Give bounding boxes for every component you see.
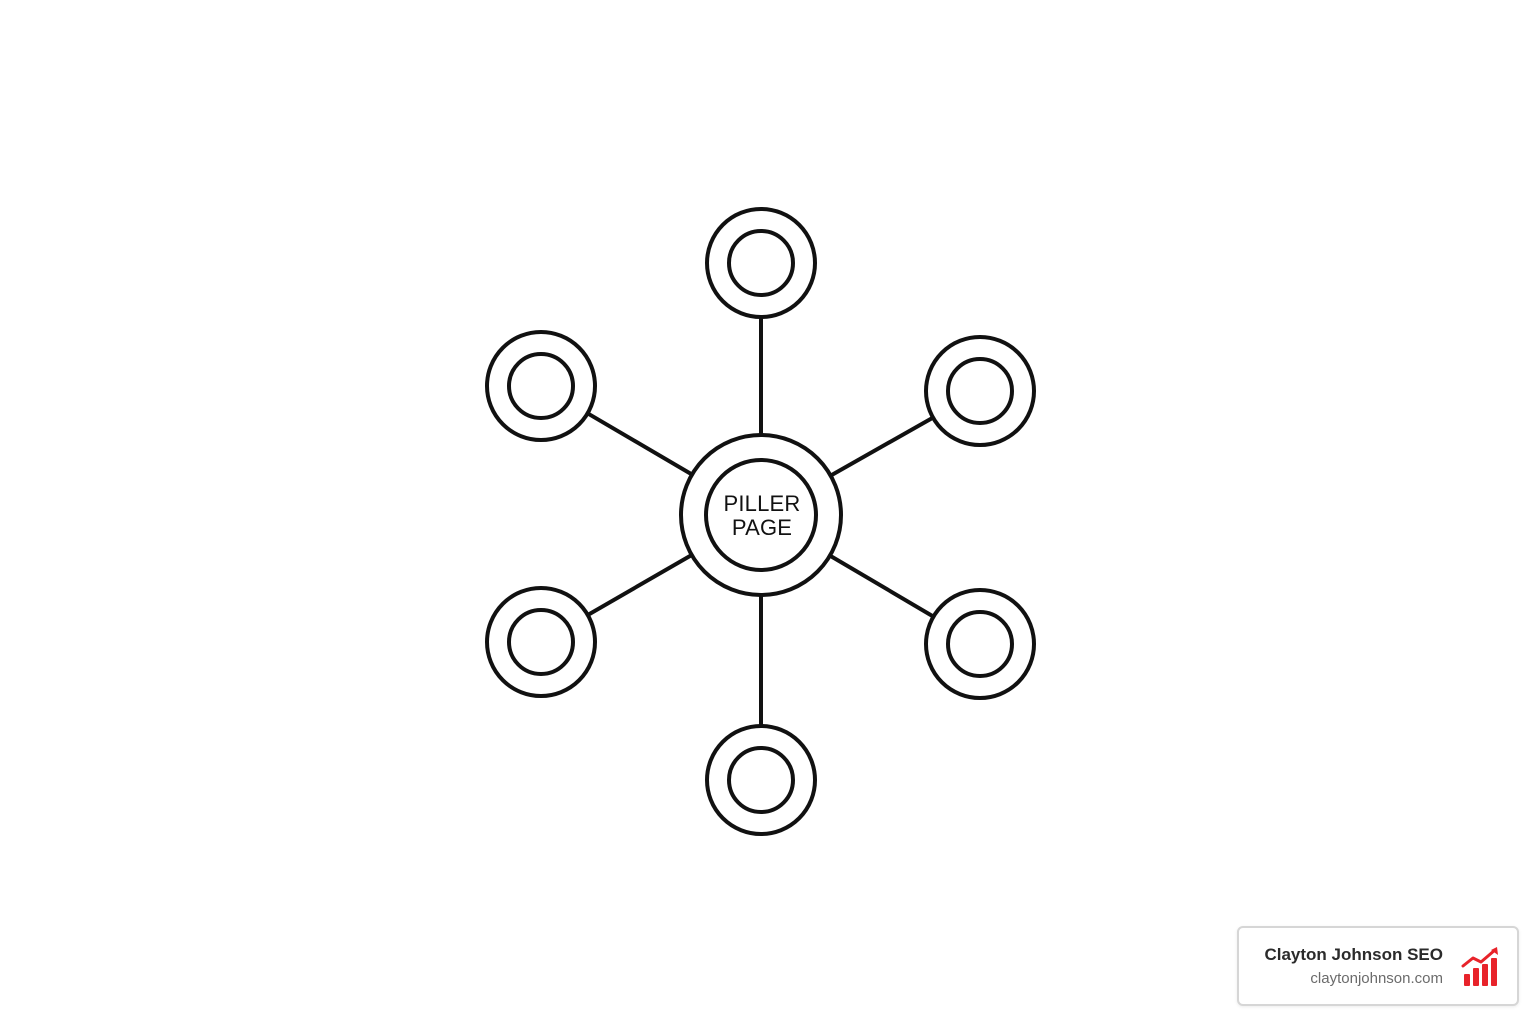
brand-url[interactable]: claytonjohnson.com	[1310, 970, 1443, 987]
connector-lower-left	[586, 553, 693, 617]
center-node-label: PILLER PAGE	[702, 492, 822, 540]
diagram-nodes	[485, 207, 1036, 836]
connector-lines	[586, 317, 935, 726]
connector-upper-left	[586, 411, 694, 477]
satellite-node-upper-right-inner-ring	[946, 357, 1014, 425]
bar-chart-trend-up-icon	[1461, 947, 1498, 986]
center-label-line-1: PILLER	[723, 491, 801, 516]
center-label-line-2: PAGE	[731, 515, 793, 540]
connector-lower-right	[828, 553, 935, 619]
satellite-node-lower-right-inner-ring	[946, 610, 1014, 678]
satellite-node-lower-left-inner-ring	[507, 608, 575, 676]
connector-upper-right	[829, 415, 934, 478]
satellite-node-top-inner-ring	[727, 229, 795, 297]
brand-name: Clayton Johnson SEO	[1264, 945, 1443, 964]
center-node-inner-ring	[704, 458, 818, 572]
satellite-node-bottom-inner-ring	[727, 746, 795, 814]
satellite-node-upper-left-inner-ring	[507, 352, 575, 420]
brand-badge[interactable]: Clayton Johnson SEO claytonjohnson.com	[1237, 926, 1519, 1006]
